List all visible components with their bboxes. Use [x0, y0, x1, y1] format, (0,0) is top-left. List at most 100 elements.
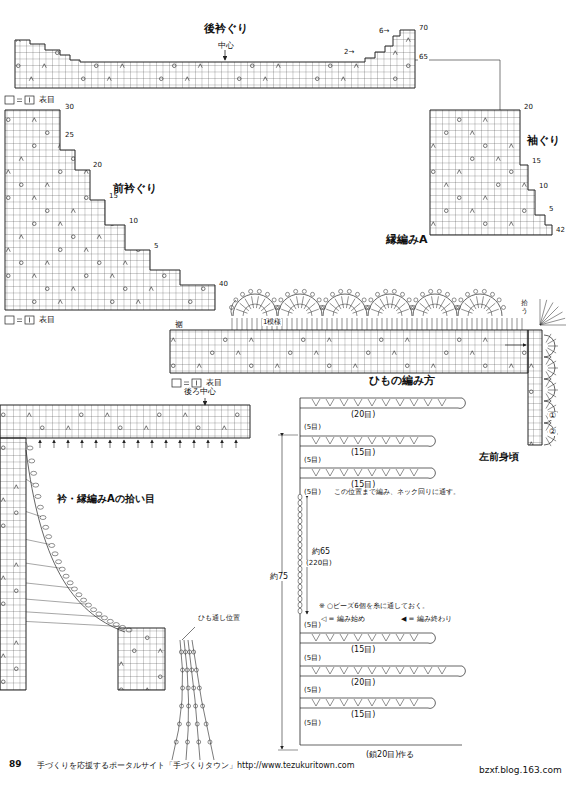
stitch-mark: [410, 399, 418, 406]
chart-label: 65: [418, 54, 429, 61]
chain-stitch: [37, 505, 43, 509]
fan-stitch: [443, 309, 454, 313]
stitch-mark: [340, 437, 348, 444]
cord-branch: [300, 478, 428, 479]
chain-stitch: [298, 548, 302, 554]
picot: [347, 289, 351, 293]
fan-stitch: [297, 296, 299, 308]
yarn-over: [58, 170, 62, 174]
chart-label: 42: [555, 227, 566, 234]
fan-stitch: [488, 309, 499, 313]
yarn-over: [289, 51, 293, 55]
fan-stitch: [546, 437, 551, 446]
decrease: [97, 157, 101, 161]
decrease: [105, 413, 109, 417]
yarn-over: [84, 118, 88, 122]
yarn-over: [157, 413, 161, 417]
decrease: [84, 248, 88, 252]
decrease: [16, 38, 20, 42]
fan-stitch: [371, 309, 382, 313]
chain-stitch: [298, 590, 302, 596]
pick-line: [26, 583, 72, 588]
bead: [179, 650, 183, 654]
stitch-mark: [410, 437, 418, 444]
yarn-over: [535, 196, 539, 200]
decrease: [236, 351, 240, 355]
decrease: [45, 261, 49, 265]
fan-stitch: [547, 383, 556, 388]
fan-stitch: [547, 339, 556, 344]
yarn-over: [149, 157, 153, 161]
equals-sign: [17, 99, 22, 100]
chart-label: 30: [64, 104, 75, 111]
yarn-over: [162, 118, 166, 122]
picot: [466, 292, 470, 296]
yarn-over: [45, 131, 49, 135]
decrease: [32, 118, 36, 122]
yarn-over: [223, 338, 227, 342]
yarn-over: [175, 261, 179, 265]
yarn-over: [315, 77, 319, 81]
yarn-over: [97, 183, 101, 187]
chain-stitch: [298, 536, 302, 542]
decrease: [314, 351, 318, 355]
picot: [455, 305, 459, 309]
bead: [177, 722, 181, 726]
decrease: [19, 235, 23, 239]
post: [462, 318, 463, 330]
yarn-over: [68, 38, 72, 42]
decrease: [405, 338, 409, 342]
cord-loop: [428, 468, 435, 478]
knit-symbol: [25, 316, 34, 324]
yarn-over: [71, 235, 75, 239]
fan-stitch: [547, 348, 556, 353]
stitch-mark: [326, 699, 334, 706]
post: [352, 318, 353, 330]
fan-stitch: [301, 296, 303, 308]
decrease: [107, 77, 111, 81]
yarn-over: [55, 51, 59, 55]
legend-sample: [5, 96, 14, 104]
cord-strand: [188, 640, 200, 760]
stitch-mark: [312, 437, 320, 444]
decrease: [58, 144, 62, 148]
yarn-over: [483, 222, 487, 226]
decrease: [6, 248, 10, 252]
yarn-over: [162, 274, 166, 278]
yarn-over: [118, 426, 122, 430]
chart-label: ◁ = 編み始め: [320, 616, 366, 623]
decrease: [470, 131, 474, 135]
post: [287, 318, 288, 330]
decrease: [431, 364, 435, 368]
cord-branch: [300, 708, 428, 709]
yarn-over: [405, 364, 409, 368]
pick-mark: [96, 440, 97, 448]
cord-loop: [428, 436, 435, 446]
yarn-over: [110, 144, 114, 148]
chart-symbols: [119, 636, 162, 692]
stitch-mark: [354, 399, 362, 406]
picot: [275, 305, 279, 309]
legend-text: 表目: [205, 379, 223, 387]
fan-stitch: [432, 296, 434, 308]
pick-mark: [124, 440, 125, 448]
center-arrow: [225, 50, 226, 60]
pick-line: [26, 479, 34, 484]
decrease: [201, 183, 205, 187]
decrease: [197, 364, 201, 368]
bead: [201, 704, 205, 708]
decrease: [249, 338, 253, 342]
chart-label: 15: [108, 193, 119, 200]
post: [342, 318, 343, 330]
chart-label: 2→: [343, 49, 355, 56]
scallop: [233, 294, 277, 316]
decrease: [1, 654, 5, 658]
post: [367, 318, 368, 330]
stitch-mark: [340, 634, 348, 641]
cord-branch: [300, 643, 428, 644]
picot: [497, 298, 501, 302]
picot: [384, 289, 388, 293]
bead: [204, 722, 208, 726]
picot: [294, 289, 298, 293]
